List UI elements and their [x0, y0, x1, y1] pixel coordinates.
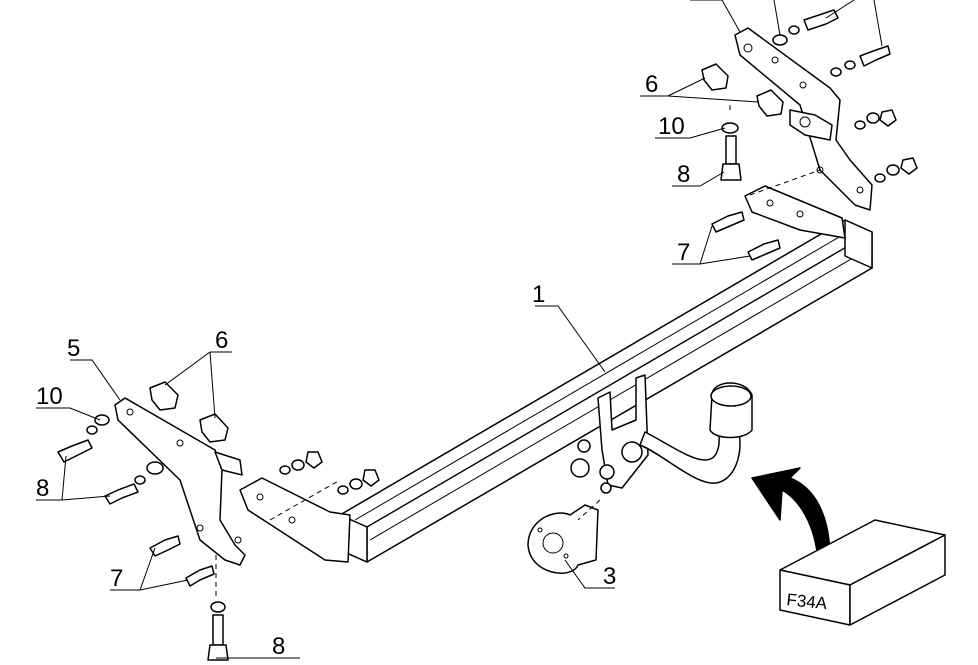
right-side-bracket	[734, 27, 873, 211]
left-fasteners	[57, 414, 380, 661]
callout-clip-right: 6	[645, 71, 658, 98]
ball-type-label: F34A	[786, 590, 829, 613]
callout-bolt-m8-bottom: 8	[272, 633, 285, 660]
callout-side-bracket: 5	[67, 335, 80, 362]
leader-lines	[36, 0, 883, 659]
tow-ball-assembly	[570, 374, 753, 494]
callout-washer-right: 10	[658, 113, 685, 140]
right-clips	[701, 63, 784, 117]
callout-bolt-m10-left: 7	[110, 565, 123, 592]
socket-bracket	[527, 499, 601, 574]
callout-bolt-m10-right: 7	[677, 239, 690, 266]
callout-bolt-m8-right: 8	[677, 161, 690, 188]
right-fasteners	[711, 9, 918, 261]
callout-clip-left: 6	[215, 327, 228, 354]
callout-main-bar: 1	[532, 281, 545, 308]
callout-washer-left: 10	[36, 383, 63, 410]
callout-socket-bracket: 3	[603, 563, 616, 590]
right-bar-mounting-plate	[744, 185, 846, 239]
callout-labels: 1 3 5 6 10 8 7 8 6 10 8 7	[36, 71, 690, 660]
left-clips	[149, 381, 229, 443]
ball-type-box: F34A	[779, 519, 946, 626]
main-cross-bar	[339, 219, 873, 563]
direction-arrow	[751, 467, 831, 561]
left-bar-mounting-plate	[239, 477, 351, 563]
callout-bolt-m8-left: 8	[36, 475, 49, 502]
